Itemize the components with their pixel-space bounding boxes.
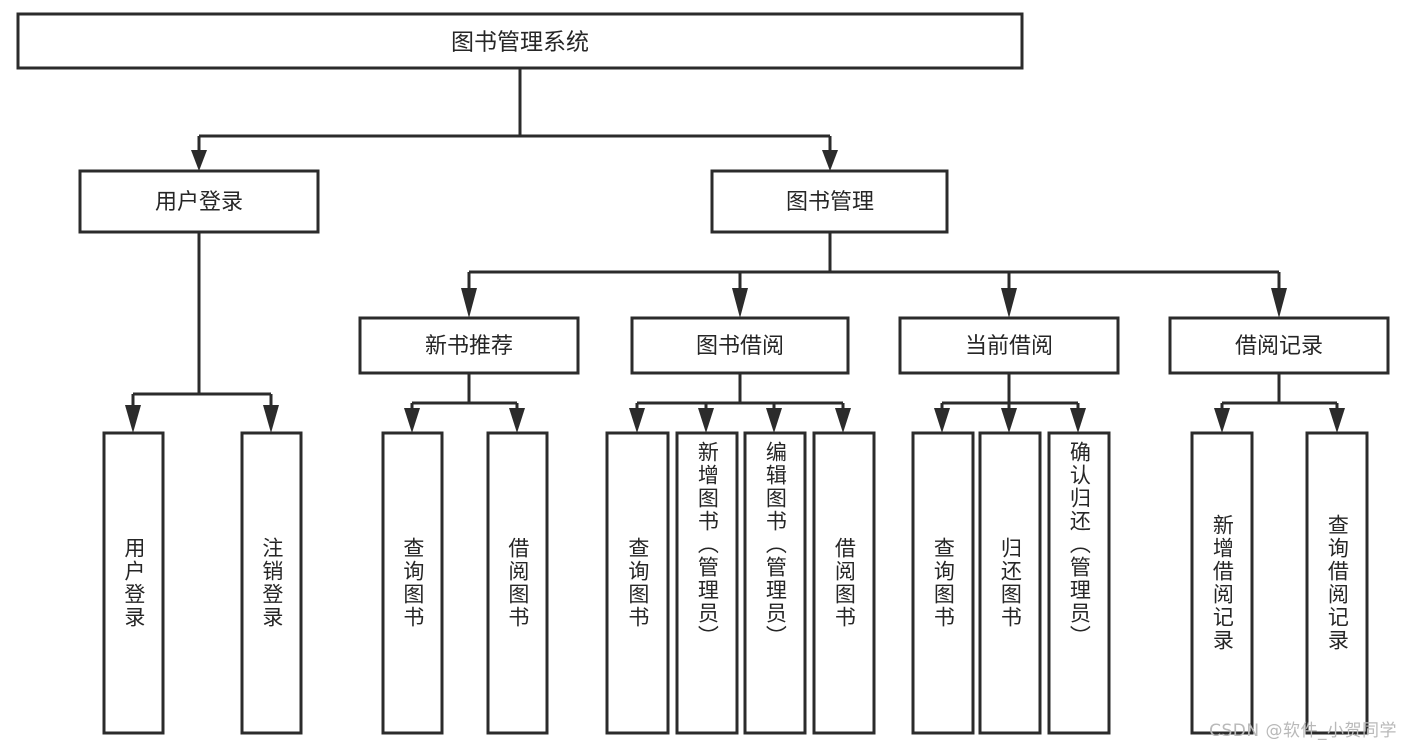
node-leaf-record-add-box[interactable] <box>1190 431 1254 735</box>
arrowhead-new-book-recommend <box>461 288 477 318</box>
node-leaf-newbook-query-box[interactable] <box>381 431 444 735</box>
arrowhead-bookborrow-leaf-4 <box>835 408 851 433</box>
node-user-login-label: 用户登录 <box>155 190 243 215</box>
node-root-box[interactable] <box>16 12 1024 70</box>
node-leaf-record-query-box[interactable] <box>1305 431 1369 735</box>
arrowhead-borrowrecord-leaf-1 <box>1214 408 1230 433</box>
node-current-borrow-label: 当前借阅 <box>965 334 1053 359</box>
arrowhead-borrowrecord-leaf-2 <box>1329 408 1345 433</box>
node-leaf-newbook-borrow-box[interactable] <box>486 431 549 735</box>
node-book-manage-box[interactable] <box>710 169 949 234</box>
arrowhead-currentborrow-leaf-1 <box>934 408 950 433</box>
arrowhead-bookborrow-leaf-3 <box>766 408 782 433</box>
node-leaf-borrow-edit-box[interactable] <box>743 431 807 735</box>
node-current-borrow-box[interactable] <box>898 316 1120 375</box>
node-leaf-logout-box[interactable] <box>240 431 303 735</box>
arrowhead-leaf-user-login <box>125 405 141 433</box>
arrowhead-bookborrow-leaf-2 <box>698 408 714 433</box>
arrowhead-bookborrow-leaf-1 <box>629 408 645 433</box>
node-book-manage-label: 图书管理 <box>786 190 874 215</box>
node-leaf-borrow-query-box[interactable] <box>605 431 670 735</box>
arrowhead-currentborrow-leaf-3 <box>1070 408 1086 433</box>
arrowhead-borrow-record <box>1271 288 1287 318</box>
arrowhead-current-borrow <box>1001 288 1017 318</box>
node-leaf-user-login-box[interactable] <box>102 431 165 735</box>
arrowhead-leaf-logout <box>263 405 279 433</box>
node-new-book-recommend-label: 新书推荐 <box>425 334 513 359</box>
node-borrow-record-box[interactable] <box>1168 316 1390 375</box>
arrowhead-book-borrow <box>732 288 748 318</box>
arrowhead-userlogin <box>191 150 207 171</box>
node-layer: 图书管理系统 用户登录 图书管理 新书推荐 图书借阅 当前借阅 借阅记录 <box>16 12 1390 735</box>
node-root-label: 图书管理系统 <box>451 30 589 56</box>
node-new-book-recommend-box[interactable] <box>358 316 580 375</box>
arrowhead-newbook-leaf-1 <box>404 408 420 433</box>
watermark-text: CSDN @软件_小贺同学 <box>1209 721 1397 741</box>
node-leaf-current-return-box[interactable] <box>978 431 1042 735</box>
node-book-borrow-label: 图书借阅 <box>696 334 784 359</box>
node-leaf-current-confirm-box[interactable] <box>1047 431 1111 735</box>
arrowhead-newbook-leaf-2 <box>509 408 525 433</box>
arrowhead-bookmanage <box>822 150 838 171</box>
arrowhead-currentborrow-leaf-2 <box>1001 408 1017 433</box>
node-leaf-borrow-add-box[interactable] <box>675 431 739 735</box>
node-leaf-borrow-lend-box[interactable] <box>812 431 876 735</box>
node-borrow-record-label: 借阅记录 <box>1235 334 1323 359</box>
node-leaf-current-query-box[interactable] <box>911 431 975 735</box>
node-user-login-box[interactable] <box>78 169 320 234</box>
node-book-borrow-box[interactable] <box>630 316 850 375</box>
connector-layer <box>125 68 1345 433</box>
